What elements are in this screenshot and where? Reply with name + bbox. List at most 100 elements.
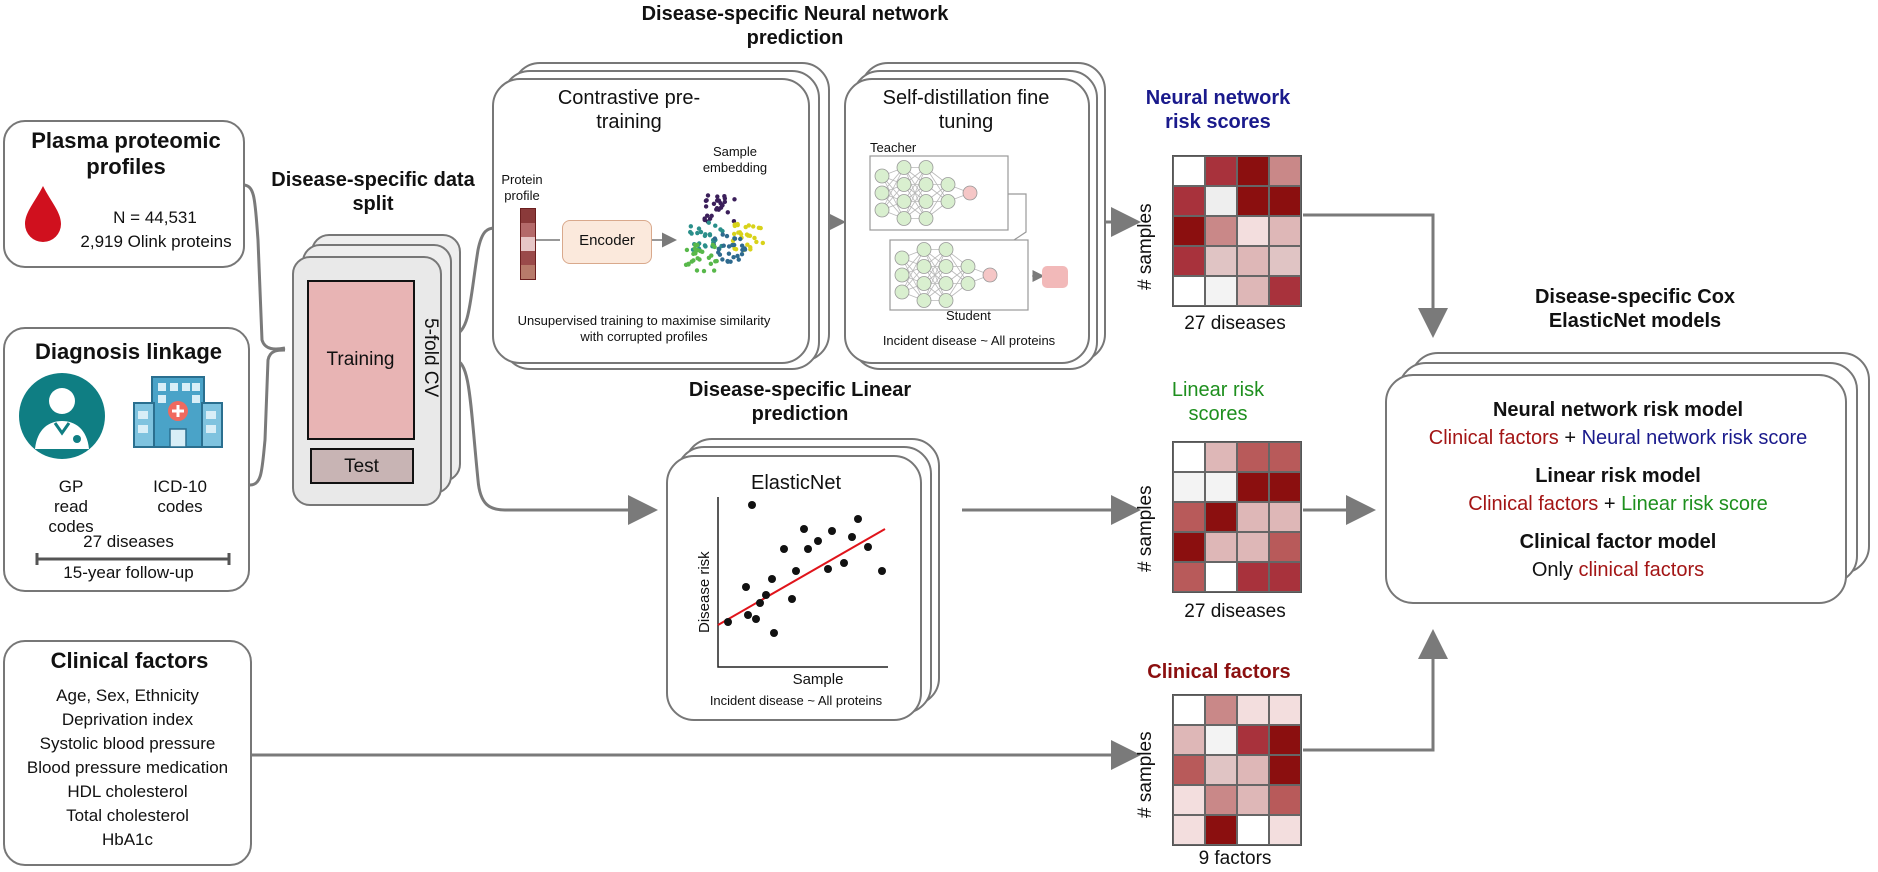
lin-scores-xlabel: 27 diseases [1184,601,1286,622]
distill-title: Self-distillation fine tuning [882,87,1050,133]
heatmap-cell [1205,156,1237,186]
heatmap-cell [1237,156,1269,186]
scatter-point [864,543,872,551]
clinical-factors-box: Clinical factors Age, Sex, Ethnicity Dep… [3,640,252,866]
embedding-point [707,216,713,221]
embedding-point [722,199,728,205]
heatmap-cell [1237,246,1269,276]
teacher-label: Teacher [870,140,917,155]
heatmap-cell [1237,502,1269,532]
embedding-point [760,240,766,246]
cf-scores-ylabel: # samples [1135,731,1156,818]
split-title: Disease-specific data split [271,169,475,215]
heatmap-cell [1173,755,1205,785]
heatmap-cell [1237,442,1269,472]
heatmap-cell [1237,755,1269,785]
scatter-point [814,537,822,545]
heatmap-cell [1173,276,1205,306]
heatmap-cell [1269,532,1301,562]
embedding-point [703,244,708,249]
nn-heatmap [1172,155,1302,307]
embedding-point [711,201,717,207]
heatmap-cell [1237,532,1269,562]
encoder-box: Encoder [562,220,652,264]
embedding-point [747,233,753,239]
diagnosis-linkage-box: Diagnosis linkage GP read codes ICD-10 c… [3,327,250,592]
heatmap-cell [1173,785,1205,815]
scatter-point [848,533,856,541]
cox-nn-score: Neural network risk score [1581,427,1808,449]
distill-panel: Self-distillation fine tuning Teacher St… [844,78,1090,364]
embedding-point [736,257,741,262]
embedding-point [735,253,740,259]
embedding-point [688,229,693,235]
heatmap-cell [1269,725,1301,755]
gp-read-codes: GP read codes [48,477,94,536]
scatter-point [840,559,848,567]
embedding-point [715,194,720,199]
contrastive-caption: Unsupervised training to maximise simila… [517,313,771,344]
heatmap-cell [1205,276,1237,306]
scatter-point [824,565,832,573]
clinical-title: Clinical factors [50,648,209,673]
embedding-point [725,259,731,264]
embedding-point [716,246,722,251]
heatmap-cell [1269,186,1301,216]
embedding-point [704,198,709,203]
heatmap-cell [1205,695,1237,725]
cox-nn-clinical: Clinical factors [1428,427,1559,449]
network-node [896,160,912,175]
embedding-point [696,226,702,231]
lin-scores-title: Linear risk scores [1171,379,1265,425]
lin-scores-ylabel: # samples [1135,485,1156,572]
diagnosis-diseases: 27 diseases [83,532,174,551]
embedding-point [745,242,750,247]
cox-title: Disease-specific Cox ElasticNet models [1534,286,1736,332]
embedding-point [721,243,726,248]
embedding-point [684,247,690,253]
heatmap-cell [1269,562,1301,592]
plus: + [1558,427,1582,449]
heatmap-cell [1237,785,1269,815]
embedding-point [722,196,728,201]
network-node [896,211,912,226]
network-node [962,185,978,201]
scatter-point [724,618,732,626]
distill-networks [869,155,1068,311]
embedding-point [731,231,737,237]
cv-text: 5-fold CV [420,318,441,398]
heatmap-cell [1173,216,1205,246]
embedding-point [732,236,738,241]
heatmap-cell [1237,186,1269,216]
embedding-point [698,229,704,235]
heatmap-cell [1205,815,1237,845]
embedding-point [717,252,723,257]
cox-cf-only: clinical factors [1578,559,1705,581]
network-node [894,267,910,283]
elasticnet-xlabel: Sample [792,671,844,688]
scatter-point [744,611,752,619]
heatmap-cell [1269,472,1301,502]
embedding-point [693,251,698,256]
network-node [894,250,910,266]
embedding-point [710,242,716,248]
heatmap-cell [1237,725,1269,755]
embedding-point [701,268,707,274]
clinical-item: Blood pressure medication [26,758,229,777]
network-node [940,194,956,209]
heatmap-cell [1269,156,1301,186]
embedding-point [703,232,708,237]
network-node [940,177,956,192]
student-label: Student [946,308,991,323]
plasma-n: N = 44,531 [113,208,197,227]
network-node [938,293,954,308]
network-node [896,177,912,192]
embedding-point [706,220,712,225]
embedding-point [695,230,700,236]
heatmap-cell [1205,502,1237,532]
embedding-point [720,257,725,262]
embedding-point [725,210,731,215]
heatmap-cell [1173,442,1205,472]
heatmap-cell [1205,532,1237,562]
network-node [874,168,890,184]
